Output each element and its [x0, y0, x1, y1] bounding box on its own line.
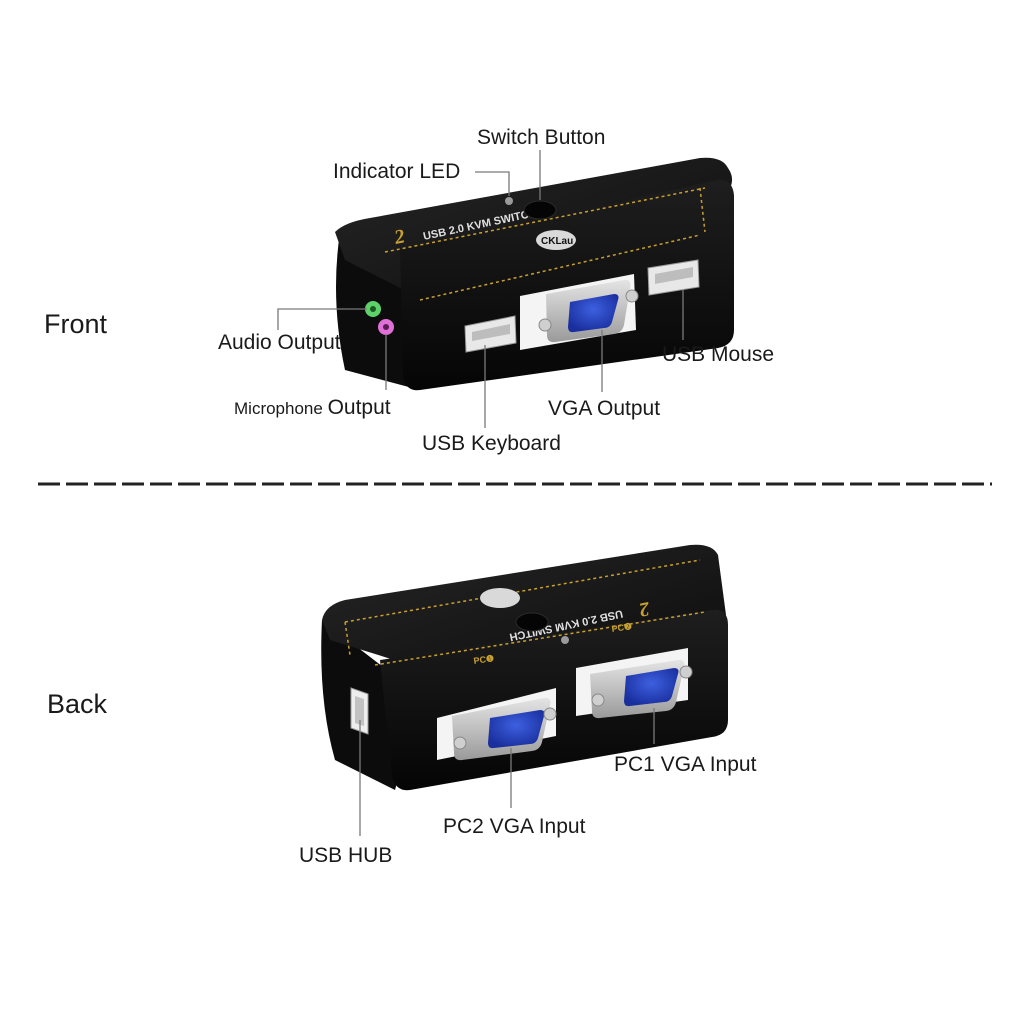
usb-keyboard-port — [464, 315, 517, 353]
vga-output-label: VGA Output — [548, 397, 661, 420]
leader-audio-output — [277, 308, 367, 330]
front-trim — [384, 187, 706, 301]
back-section-label: Back — [47, 689, 108, 719]
usb-hub-label: USB HUB — [299, 844, 393, 867]
pc1-vga-port — [590, 659, 693, 719]
usb-mouse-label: USB Mouse — [662, 343, 775, 366]
leader-indicator-led — [475, 171, 510, 196]
front-port-count: 2 — [391, 225, 406, 249]
microphone-jack-hole — [383, 324, 389, 330]
audio-output-jack-hole — [370, 306, 376, 312]
usb-keyboard-label: USB Keyboard — [422, 432, 561, 455]
back-trim — [344, 559, 706, 666]
back-pc1-label: PC❶ — [473, 653, 495, 666]
front-switch-button — [523, 200, 557, 220]
back-brand-badge — [480, 588, 520, 608]
pc2-vga-port — [452, 697, 557, 761]
front-device: 2 USB 2.0 KVM SWITCH CKLau — [335, 157, 734, 391]
pc1-vga-input-label: PC1 VGA Input — [614, 753, 757, 776]
microphone-output-label: Microphone Output — [234, 397, 391, 418]
back-device: 2 USB 2.0 KVM SWITCH PC❶ PC❷ — [321, 544, 728, 791]
back-top-face — [322, 544, 726, 668]
switch-button-label: Switch Button — [477, 126, 606, 149]
vga-output-port — [538, 279, 639, 343]
front-brand-text: CKLau — [541, 236, 573, 247]
back-switch-button — [515, 612, 549, 632]
front-leader-lines — [277, 150, 684, 428]
back-port-count: 2 — [637, 597, 652, 621]
pc2-vga-input-label: PC2 VGA Input — [443, 815, 586, 838]
front-indicator-led — [505, 197, 513, 205]
back-leader-lines — [359, 708, 655, 836]
usb-hub-port — [350, 687, 369, 735]
usb-mouse-port — [647, 259, 700, 296]
indicator-led-label: Indicator LED — [333, 160, 461, 183]
audio-output-label: Audio Output — [218, 331, 341, 354]
back-indicator-led — [561, 636, 569, 644]
microphone-label-suffix: Output — [327, 396, 391, 419]
front-section-label: Front — [44, 309, 108, 339]
back-pc2-label: PC❷ — [611, 621, 633, 634]
microphone-label-prefix: Microphone — [234, 399, 323, 418]
front-brand-badge — [536, 230, 576, 250]
